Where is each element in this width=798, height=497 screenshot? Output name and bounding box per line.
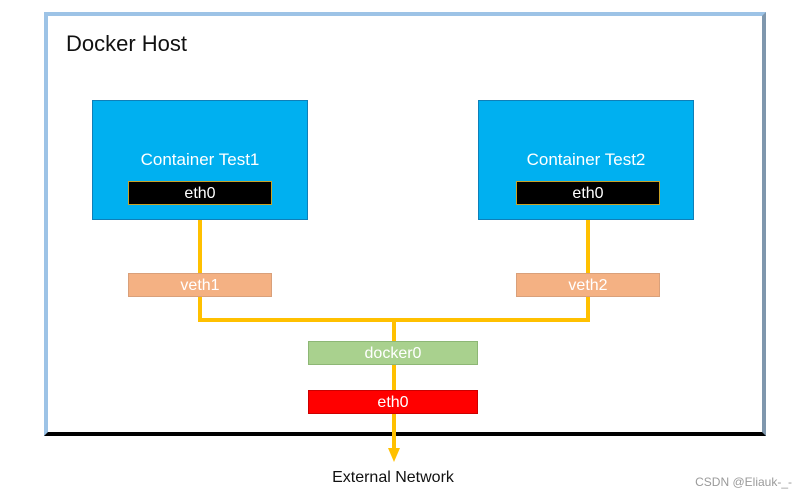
external-arrowhead xyxy=(388,448,400,462)
veth2-interface: veth2 xyxy=(516,273,660,297)
docker-host-title: Docker Host xyxy=(66,31,188,56)
link-veth2-to-bridge xyxy=(394,297,590,322)
docker0-bridge: docker0 xyxy=(308,341,478,365)
external-network-label: External Network xyxy=(332,469,454,486)
container-test1-eth0: eth0 xyxy=(128,181,272,205)
docker-host-frame xyxy=(44,12,766,436)
link-veth1-to-bridge xyxy=(198,297,394,322)
container-test2-eth0: eth0 xyxy=(516,181,660,205)
veth1-interface: veth1 xyxy=(128,273,272,297)
container-test1-label: Container Test1 xyxy=(140,150,260,169)
container-test2-label: Container Test2 xyxy=(526,150,646,169)
host-eth0-interface: eth0 xyxy=(308,390,478,414)
watermark-text: CSDN @Eliauk-_- xyxy=(695,475,792,489)
